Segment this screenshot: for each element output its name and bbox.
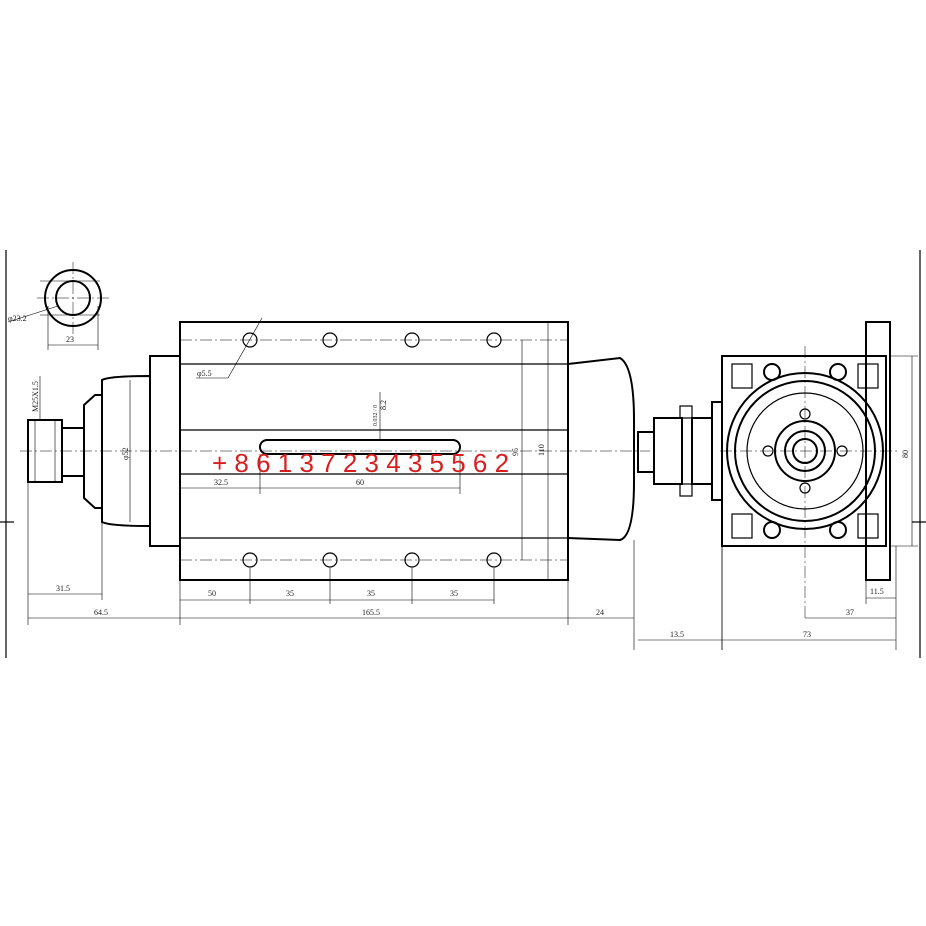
slot-offset-label: 32.5 [214,478,228,487]
hole-pitch-2-label: 35 [286,589,294,598]
side-view: φ5.5 M25X1.5 φ52 8.2 0.032 / 0 32.5 60 9… [20,317,650,650]
keyway-slot [259,439,461,455]
hole-pitch-3-label: 35 [367,589,375,598]
end-width-label: 73 [803,630,811,639]
section-width-label: 23 [66,335,74,344]
slot-length-label: 60 [356,478,364,487]
nose-len-label: 31.5 [56,584,70,593]
hole-pitch-4-label: 35 [450,589,458,598]
section-view: φ23.2 23 [7,262,109,350]
slot-tol-label: 0.032 / 0 [373,405,379,426]
section-dia-label: φ23.2 [8,314,27,323]
watermark-phone-number: + 8 6 1 3 7 2 3 4 3 5 5 6 2 [212,448,509,478]
end-foot-label: 11.5 [870,587,884,596]
thread-label: M25X1.5 [31,381,40,412]
frame-lines [0,250,926,658]
height-mid-label: 95 [511,448,520,456]
connector-len-label: 13.5 [670,630,684,639]
height-outer-label: 110 [537,444,546,456]
mounting-holes [242,332,502,568]
end-height-label: 80 [901,450,910,458]
hole-dia-label: φ5.5 [197,369,212,378]
tail-len-label: 24 [596,608,604,617]
end-view: 73 37 11.5 80 [720,321,918,650]
rear-cap [567,356,635,542]
hole-pitch-1-label: 50 [208,589,216,598]
nose-total-label: 64.5 [94,608,108,617]
body-len-label: 165.5 [362,608,380,617]
body-dia-label: φ52 [121,447,130,460]
end-half-label: 37 [846,608,854,617]
slot-width-label: 8.2 [379,400,388,410]
power-connector: 13.5 [637,401,723,650]
